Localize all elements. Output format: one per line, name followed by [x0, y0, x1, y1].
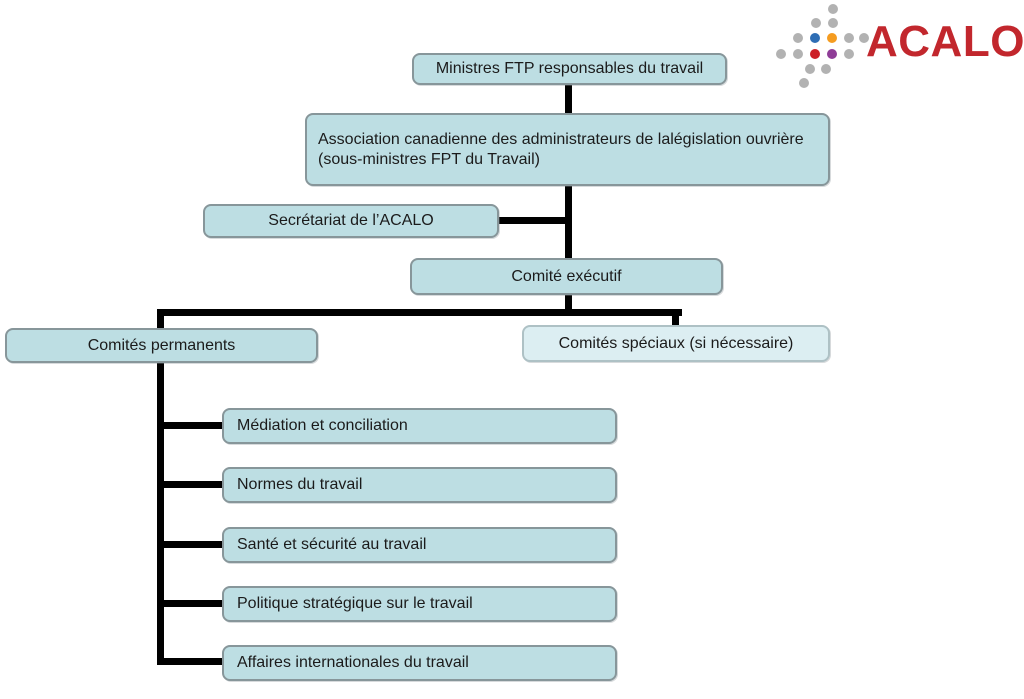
- connector-standing-drop: [157, 309, 164, 330]
- connector-stub-affaires: [160, 658, 224, 665]
- node-association: Association canadienne des administrateu…: [305, 113, 830, 186]
- node-secretariat-label: Secrétariat de l’ACALO: [268, 212, 434, 229]
- connector-committees-crossbar: [157, 309, 682, 316]
- node-standing-committees: Comités permanents: [5, 328, 318, 363]
- node-special-committees-label: Comités spéciaux (si nécessaire): [558, 334, 794, 352]
- node-ministers: Ministres FTP responsables du travail: [412, 53, 727, 85]
- node-secretariat: Secrétariat de l’ACALO: [203, 204, 499, 238]
- node-politique-strategique: Politique stratégique sur le travail: [222, 586, 617, 622]
- connector-executive-committees: [565, 294, 572, 311]
- node-special-committees: Comités spéciaux (si nécessaire): [522, 325, 830, 362]
- connector-association-executive: [565, 185, 572, 260]
- node-politique-strategique-label: Politique stratégique sur le travail: [237, 595, 473, 612]
- connector-special-drop: [672, 309, 679, 327]
- connector-stub-sante: [160, 541, 224, 548]
- node-association-label-line2: (sous-ministres FPT du Travail): [318, 150, 540, 168]
- node-mediation-conciliation: Médiation et conciliation: [222, 408, 617, 444]
- node-association-label-line1: Association canadienne des administrateu…: [318, 130, 804, 148]
- node-mediation-conciliation-label: Médiation et conciliation: [237, 417, 408, 434]
- node-ministers-label: Ministres FTP responsables du travail: [435, 60, 704, 77]
- node-sante-securite-label: Santé et sécurité au travail: [237, 536, 427, 553]
- node-normes-du-travail-label: Normes du travail: [237, 476, 363, 493]
- acalo-logo-dots-icon: [776, 4, 869, 88]
- acalo-logo-text: ACALO: [866, 17, 1024, 66]
- node-executive-committee-label: Comité exécutif: [511, 267, 622, 285]
- connector-standing-trunk: [157, 361, 164, 665]
- node-sante-securite: Santé et sécurité au travail: [222, 527, 617, 563]
- node-normes-du-travail: Normes du travail: [222, 467, 617, 503]
- node-standing-committees-label: Comités permanents: [87, 336, 236, 354]
- node-affaires-internationales-label: Affaires internationales du travail: [237, 654, 469, 671]
- connector-secretariat-branch: [497, 217, 567, 224]
- connector-stub-mediation: [160, 422, 224, 429]
- connector-ministers-association: [565, 84, 572, 115]
- node-executive-committee: Comité exécutif: [410, 258, 723, 295]
- connector-stub-politique: [160, 600, 224, 607]
- connector-stub-normes: [160, 481, 224, 488]
- node-affaires-internationales: Affaires internationales du travail: [222, 645, 617, 681]
